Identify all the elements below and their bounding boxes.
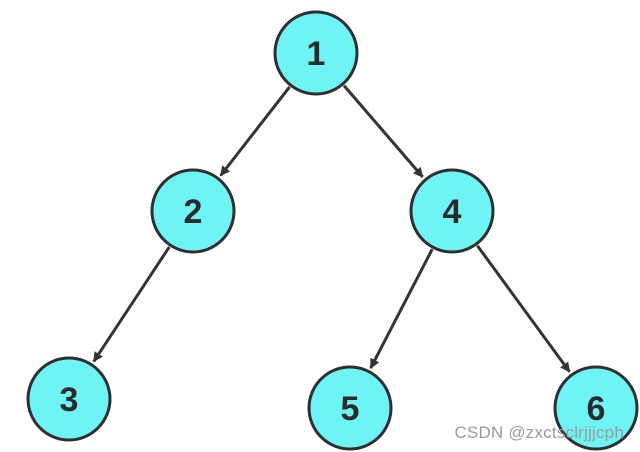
nodes-layer: 1 2 3 4 5 6 [26, 10, 639, 451]
edge-n2-n3 [92, 246, 171, 363]
tree-node-2: 2 [150, 168, 236, 254]
edges-layer [92, 84, 571, 373]
node-circle [307, 365, 393, 451]
node-label: 2 [184, 193, 203, 231]
node-circle [150, 168, 236, 254]
node-circle [409, 168, 495, 254]
node-label: 5 [341, 390, 360, 428]
node-circle [553, 365, 639, 451]
node-label: 3 [60, 381, 79, 419]
node-circle [26, 356, 112, 442]
edge-n4-n6 [476, 244, 571, 373]
edge-n1-n2 [219, 86, 291, 177]
node-circle [273, 10, 359, 96]
tree-node-3: 3 [26, 356, 112, 442]
node-label: 6 [587, 390, 606, 428]
node-label: 4 [443, 193, 462, 231]
watermark-text: CSDN @zxctsclrjjjcph [454, 423, 624, 442]
edge-n4-n5 [369, 248, 434, 369]
node-label: 1 [307, 35, 326, 73]
tree-node-1: 1 [273, 10, 359, 96]
edge-n1-n4 [342, 84, 424, 178]
tree-node-5: 5 [307, 365, 393, 451]
tree-node-6: 6 [553, 365, 639, 451]
tree-node-4: 4 [409, 168, 495, 254]
